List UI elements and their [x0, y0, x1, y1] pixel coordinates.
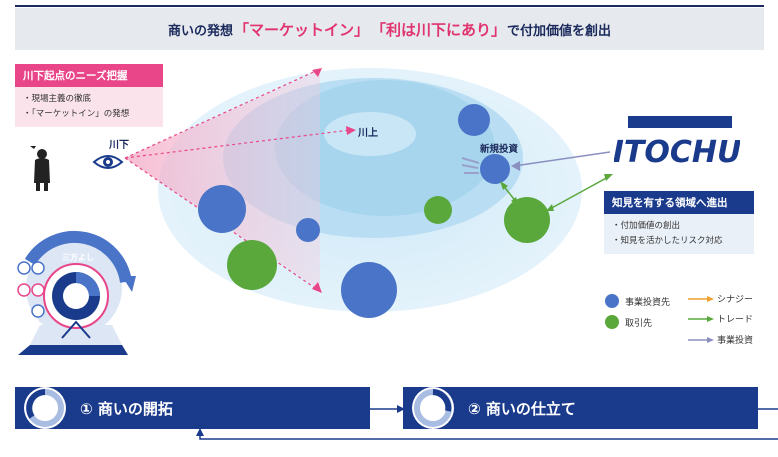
beam-arrowhead-top [312, 68, 322, 77]
new-investment-node [480, 154, 510, 184]
partner-node [504, 197, 550, 243]
legend-business-investment: 事業投資 [688, 333, 753, 346]
itochu-logo: ITOCHU [614, 116, 740, 170]
ray [461, 164, 479, 169]
expertise-domain-title: 知見を有する領域へ進出 [604, 191, 754, 214]
step-ring-icon [412, 387, 454, 429]
investee-node [341, 262, 397, 318]
kawakami-label: 川上 [358, 128, 378, 139]
step-bar-cultivation: ① 商いの開拓 [15, 387, 370, 429]
step-bar-structuring: ② 商いの仕立て [403, 387, 758, 429]
partner-node [227, 240, 277, 290]
ray [461, 157, 480, 164]
step-label: ① 商いの開拓 [80, 399, 173, 418]
merchant-figure [30, 146, 50, 191]
svg-text:ITOCHU: ITOCHU [614, 135, 740, 170]
investment-arrowhead [511, 161, 520, 171]
trade-arrowhead [511, 197, 519, 206]
trade-arrowhead [546, 204, 554, 211]
blue-dot-icon [605, 294, 619, 308]
investee-node [458, 104, 490, 136]
downstream-needs-item: ・「マーケットイン」の発想 [23, 109, 130, 119]
beam-arrowhead-bottom [312, 282, 322, 293]
legend-partner: 取引先 [605, 315, 652, 329]
investee-node [198, 185, 246, 233]
view-beam [125, 70, 320, 290]
kawakami-zone [324, 112, 416, 156]
top-rule [15, 5, 764, 7]
expertise-domain-item: ・知見を活かしたリスク対応 [612, 236, 723, 246]
banner-quote-market-in: 「マーケットイン」 [233, 20, 369, 39]
legend-investee: 事業投資先 [605, 294, 670, 308]
expertise-domain-panel: 知見を有する領域へ進出 ・付加価値の創出 ・知見を活かしたリスク対応 [604, 191, 754, 254]
page-banner: 商いの発想 「マーケットイン」 「利は川下にあり」 で付加価値を創出 [15, 8, 764, 50]
expertise-domain-item: ・付加価値の創出 [612, 221, 681, 231]
return-line [199, 432, 778, 440]
eye-icon [92, 155, 124, 169]
green-dot-icon [605, 315, 619, 329]
banner-prefix: 商いの発想 [167, 23, 233, 39]
legend-trade: トレード [688, 312, 753, 325]
orange-arrow-icon [688, 295, 714, 302]
return-arrowhead [196, 428, 204, 436]
investment-edge [513, 151, 611, 167]
new-investment-label: 新規投資 [480, 144, 519, 155]
step-label: ② 商いの仕立て [468, 399, 576, 418]
sanpo-yoshi-label: 三方よし [62, 253, 94, 262]
legend-synergy: シナジー [688, 292, 753, 305]
step-ring-icon [24, 387, 66, 429]
trade-edge [547, 175, 611, 211]
banner-quote-downstream: 「利は川下にあり」 [371, 20, 507, 39]
beam-edge-top [124, 69, 319, 159]
banner-suffix: で付加価値を創出 [507, 23, 612, 39]
flow-arrowhead [397, 405, 405, 413]
investee-node [296, 218, 320, 242]
purple-arrow-icon [688, 336, 714, 343]
downstream-needs-item: ・現場主義の徹底 [23, 94, 92, 104]
kawashimo-label: 川下 [109, 140, 129, 151]
beam-edge-mid [124, 129, 351, 159]
sanpo-yoshi-emblem [17, 230, 136, 355]
beam-arrowhead-mid [346, 126, 356, 135]
partner-node [424, 196, 452, 224]
green-arrow-icon [688, 315, 714, 322]
downstream-needs-panel: 川下起点のニーズ把握 ・現場主義の徹底 ・「マーケットイン」の発想 [15, 64, 163, 127]
downstream-needs-title: 川下起点のニーズ把握 [15, 64, 163, 87]
trade-arrowhead [500, 181, 508, 190]
trade-arrowhead [604, 174, 613, 181]
